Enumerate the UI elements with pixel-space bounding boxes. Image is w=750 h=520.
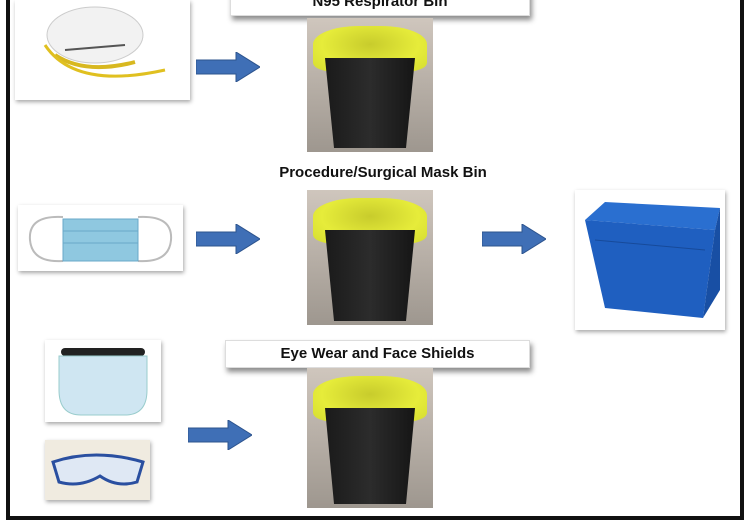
eyewear-bin-label: Eye Wear and Face Shields (225, 340, 530, 368)
arrow-right-icon (188, 420, 252, 450)
face-shield-image (45, 340, 161, 422)
arrow-right-icon (196, 52, 260, 82)
surgical-mask-image (18, 205, 183, 271)
n95-trash-bin-image (307, 18, 433, 152)
arrow-right-icon (482, 224, 546, 254)
surgical-bin-label: Procedure/Surgical Mask Bin (279, 164, 487, 181)
n95-mask-image (15, 0, 190, 100)
goggles-image (45, 440, 150, 500)
surgical-trash-bin-image (307, 190, 433, 325)
n95-bin-label: N95 Respirator Bin (230, 0, 530, 16)
arrow-right-icon (196, 224, 260, 254)
eyewear-trash-bin-image (307, 368, 433, 508)
blue-tote-image (575, 190, 725, 330)
